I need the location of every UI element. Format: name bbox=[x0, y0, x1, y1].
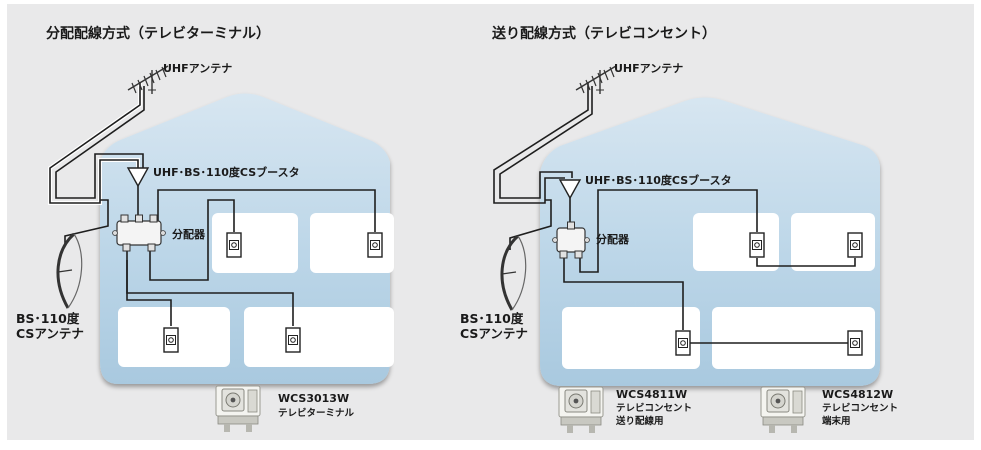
right-splitter-icon bbox=[552, 221, 590, 259]
right-product-1-desc-2: 送り配線用 bbox=[615, 415, 664, 427]
left-splitter-icon bbox=[112, 214, 166, 252]
right-product-1-image bbox=[558, 386, 604, 434]
left-room-bottom-b bbox=[244, 307, 394, 367]
right-product-2-desc-1: テレビコンセント bbox=[822, 402, 898, 414]
right-room-top-a bbox=[693, 213, 779, 271]
left-bs-antenna-label-1: BS･110度 bbox=[16, 311, 80, 326]
left-outlet-4-icon bbox=[285, 327, 301, 353]
left-splitter-label: 分配器 bbox=[172, 227, 206, 241]
left-bs-antenna-label-2: CSアンテナ bbox=[16, 326, 84, 341]
right-room-bottom-b bbox=[712, 307, 875, 369]
left-booster-icon bbox=[126, 167, 150, 188]
left-uhf-antenna-label: UHFアンテナ bbox=[163, 62, 232, 75]
right-booster-icon bbox=[558, 179, 582, 200]
right-outlet-2-icon bbox=[847, 232, 863, 258]
right-product-2-desc-2: 端末用 bbox=[822, 415, 851, 427]
right-outlet-3-icon bbox=[675, 330, 691, 356]
right-product-1-desc-1: テレビコンセント bbox=[616, 402, 692, 414]
right-outlet-1-icon bbox=[749, 232, 765, 258]
left-wiring bbox=[48, 82, 376, 326]
right-title: 送り配線方式（テレビコンセント） bbox=[491, 25, 716, 42]
right-product-1-model: WCS4811W bbox=[616, 388, 687, 401]
right-splitter-label: 分配器 bbox=[596, 232, 630, 246]
left-product-image bbox=[215, 385, 261, 433]
left-outlet-1-icon bbox=[226, 232, 242, 258]
left-uhf-antenna-icon bbox=[127, 65, 169, 95]
left-bs-dish-icon bbox=[56, 232, 84, 310]
right-uhf-antenna-label: UHFアンテナ bbox=[614, 62, 683, 75]
right-room-bottom-a bbox=[562, 307, 700, 369]
right-outlet-4-icon bbox=[847, 330, 863, 356]
right-booster-label: UHF･BS･110度CSブースタ bbox=[585, 173, 732, 187]
right-wiring bbox=[493, 82, 856, 344]
left-room-top-a bbox=[212, 213, 298, 273]
left-outlet-3-icon bbox=[163, 327, 179, 353]
left-product-desc: テレビターミナル bbox=[278, 407, 355, 419]
right-product-2-image bbox=[760, 386, 806, 434]
left-booster-label: UHF･BS･110度CSブースタ bbox=[153, 165, 300, 179]
left-room-top-b bbox=[310, 213, 394, 273]
left-title: 分配配線方式（テレビターミナル） bbox=[46, 25, 270, 42]
right-uhf-antenna-icon bbox=[575, 65, 617, 95]
right-product-2-model: WCS4812W bbox=[822, 388, 893, 401]
left-product-model: WCS3013W bbox=[278, 392, 349, 405]
left-outlet-2-icon bbox=[367, 232, 383, 258]
right-bs-antenna-label-2: CSアンテナ bbox=[460, 326, 528, 341]
right-bs-dish-icon bbox=[500, 234, 528, 312]
right-bs-antenna-label-1: BS･110度 bbox=[460, 311, 524, 326]
